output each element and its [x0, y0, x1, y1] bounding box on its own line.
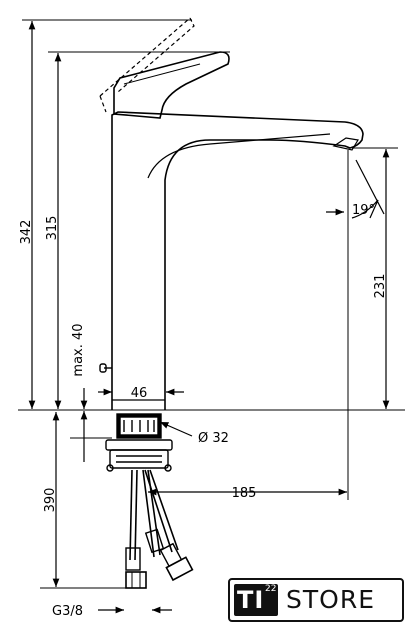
supply-hoses	[125, 469, 194, 589]
hose-length-label: 390	[43, 488, 58, 513]
spout-angle-label: 19°	[352, 203, 375, 218]
lever-handle	[99, 17, 230, 119]
dimension-lines	[28, 21, 390, 614]
faucet-body	[111, 111, 364, 410]
dimension-labels: 342 315 max. 40 231 390 46 Ø 32 185 G3/8…	[19, 203, 388, 619]
body-height-label: 315	[45, 216, 60, 241]
logo-superscript: 22	[265, 584, 277, 594]
max-above-label: max. 40	[71, 323, 86, 376]
hole-diameter-label: Ø 32	[198, 431, 229, 446]
spout-reach-label: 185	[232, 486, 257, 501]
extension-lines	[18, 19, 405, 589]
popup-rod	[99, 363, 112, 373]
base-width-label: 46	[131, 386, 148, 401]
logo-mark: TI 22	[234, 584, 278, 616]
mounting-hardware	[105, 413, 173, 472]
logo-word: STORE	[286, 585, 375, 614]
logo-prefix: TI	[237, 586, 265, 614]
total-height-label: 342	[19, 220, 34, 245]
spout-height-label: 231	[373, 274, 388, 299]
connection-label: G3/8	[52, 604, 83, 619]
store-logo: TI 22 STORE	[228, 578, 404, 622]
